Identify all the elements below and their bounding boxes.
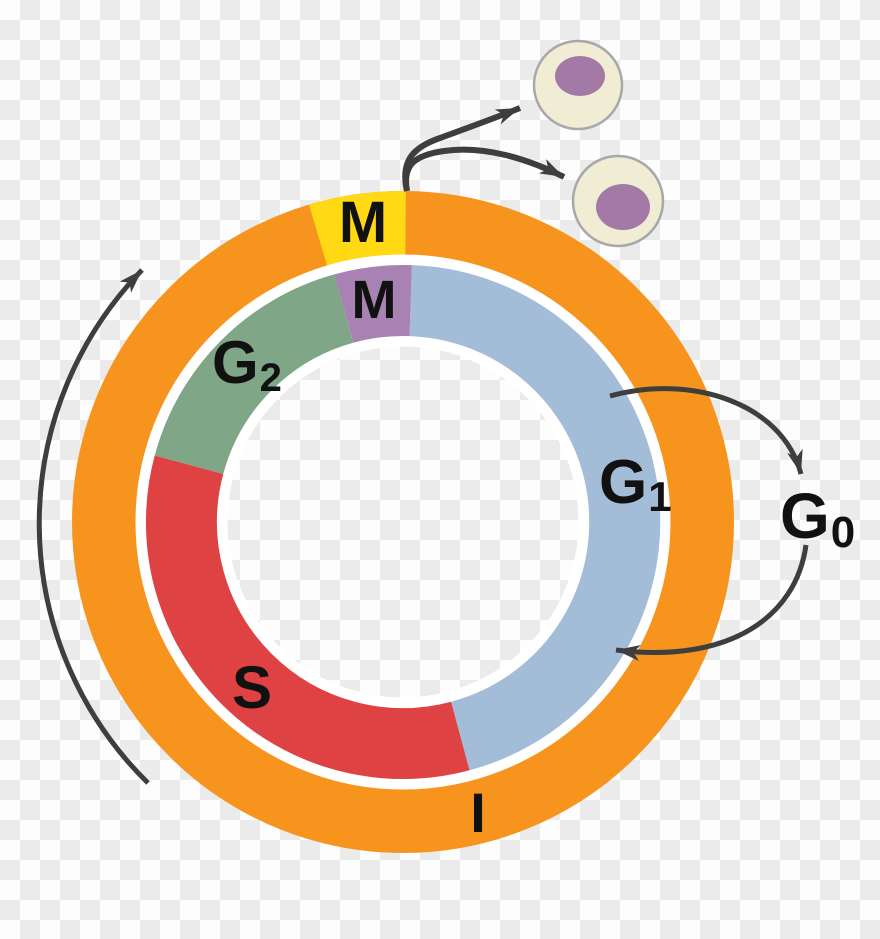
label-g2-sub: 2 (260, 356, 282, 400)
label-interphase: I (470, 781, 486, 844)
daughter-cell-lower (571, 154, 665, 248)
g0-exit-arrow (609, 386, 804, 475)
g0-return-arrow (615, 544, 809, 661)
label-g1-main: G (599, 448, 647, 517)
label-g0-main: G (780, 480, 830, 552)
label-g1: G1 (599, 448, 672, 520)
mitosis-outer-segment (309, 191, 406, 267)
cell-nucleus (555, 56, 605, 96)
label-g1-sub: 1 (648, 473, 671, 520)
label-s: S (232, 654, 272, 721)
label-mitosis-inner: M (352, 270, 397, 330)
segment-g2 (154, 274, 355, 475)
cell-nucleus (596, 184, 650, 230)
label-g2-main: G (212, 329, 259, 396)
label-g0: G0 (780, 480, 855, 557)
daughter-cell-upper (532, 39, 624, 131)
cycle-direction-arrow (36, 268, 150, 785)
label-g2: G2 (212, 329, 282, 400)
segment-g1 (409, 265, 661, 771)
label-mitosis-outer: M (339, 190, 387, 255)
division-arrow-lower (403, 146, 566, 192)
segment-m-inner (334, 265, 412, 344)
segment-s (145, 455, 470, 780)
label-g0-sub: 0 (831, 508, 855, 557)
